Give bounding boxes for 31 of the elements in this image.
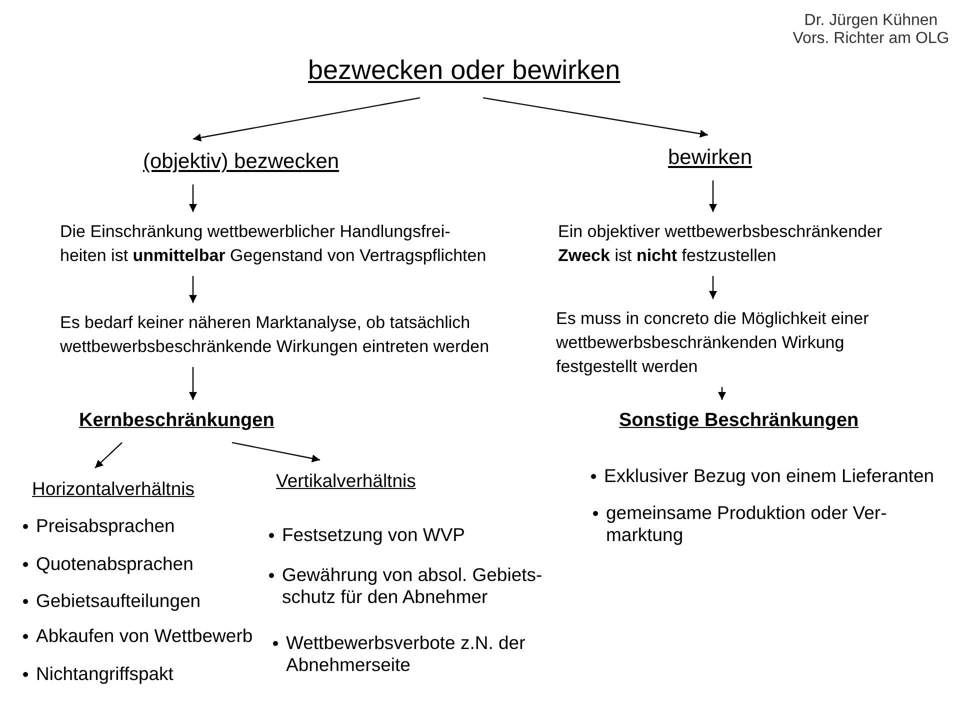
statement-text: Es muss in concreto die Möglichkeit einer wettbewerbsbeschränkenden Wirkung festgestellt werden [556,308,870,378]
arrow [709,180,717,212]
arrow [94,442,122,468]
branch-heading: (objektiv) bezwecken [143,149,340,175]
arrow [709,276,717,299]
author-text: Vors. Richter am OLG [792,30,950,48]
arrow [192,97,420,142]
category-heading: Sonstige Beschränkungen [619,409,859,433]
statement-text: Ein objektiver wettbewerbsbeschränkender Zweck ist nicht festzustellen [558,221,884,267]
category-heading: Kernbeschränkungen [79,409,274,433]
arrow [189,184,197,212]
statement-text: Es bedarf keiner näheren Marktanalyse, ob tatsächlich wettbewerbsbeschränkende Wirkungen eintreten werden [60,312,490,358]
arrow [189,276,197,303]
bullet-item: Gebietsaufteilungen [20,590,250,612]
bullet-item: gemeinsame Produktion oder Ver- marktung [590,502,905,546]
subcategory-heading: Horizontalverhältnis [32,477,194,501]
bullet-item: Exklusiver Bezug von einem Lieferanten [588,465,948,487]
bullet-item: Gewährung von absol. Gebiets- schutz für den Abnehmer [266,564,556,608]
bullet-item: Festsetzung von WVP [266,524,526,546]
author-text: Dr. Jürgen Kühnen [803,12,939,30]
arrow [189,367,197,400]
bullet-item: Preisabsprachen [20,515,240,537]
subcategory-heading: Vertikalverhältnis [276,469,416,493]
arrow [482,97,708,138]
arrow [232,442,320,462]
bullet-item: Nichtangriffspakt [20,663,240,685]
branch-heading: bewirken [668,145,752,171]
bullet-item: Quotenabsprachen [20,553,240,575]
statement-text: Die Einschränkung wettbewerblicher Handlungsfrei- heiten ist unmittelbar Gegenstand von Vertragspflichten [60,221,488,267]
title-text: bezwecken oder bewirken [308,54,620,87]
arrow [718,387,726,400]
